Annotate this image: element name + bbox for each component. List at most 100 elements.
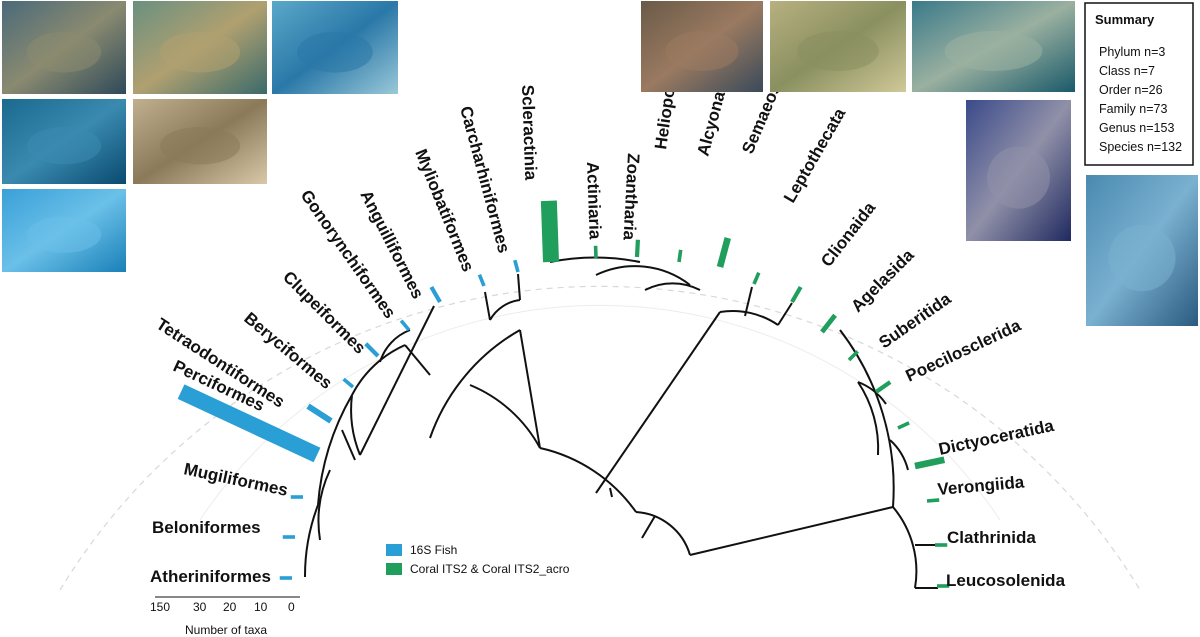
taxon-label-mugiliformes: Mugiliformes — [182, 459, 289, 500]
bar-carcharhiniformes — [513, 260, 520, 273]
taxon-label-zoantharia: Zoantharia — [619, 153, 643, 241]
cnid-arc-2 — [596, 266, 690, 285]
root-tick-upper — [610, 488, 612, 497]
bar-anguilliformes — [430, 286, 442, 303]
pufferfish-photo — [2, 1, 126, 94]
fish-arc-1 — [470, 385, 540, 448]
taxon-label-dictyoceratida: Dictyoceratida — [937, 416, 1056, 459]
fish-sub — [360, 306, 434, 455]
axis-tick-20: 20 — [223, 600, 237, 614]
taxon-label-atheriniformes: Atheriniformes — [150, 567, 271, 586]
taxon-label-carcharhiniformes: Carcharhiniformes — [456, 104, 513, 255]
taxon-label-clionaida: Clionaida — [817, 198, 879, 270]
legend: 16S Fish Coral ITS2 & Coral ITS2_acro — [386, 543, 570, 576]
bar-helioporacea — [677, 250, 682, 263]
bar-alcyonacea — [717, 237, 731, 268]
taxon-label-leucosolenida: Leucosolenida — [946, 571, 1066, 590]
sponge-stem — [690, 507, 893, 555]
bar-gonorynchiformes — [400, 319, 411, 331]
legend-swatch-fish — [386, 544, 402, 556]
taxon-label-myliobatiformes: Myliobatiformes — [411, 146, 477, 274]
bar-poecilosclerida — [897, 421, 910, 429]
leather-coral-photo-subject — [797, 31, 879, 71]
tree-branches — [305, 258, 938, 588]
summary-family: Family n=73 — [1099, 102, 1167, 116]
bar-zoantharia — [635, 240, 640, 258]
bar-semaeostomeae — [752, 272, 760, 285]
legend-swatch-coral — [386, 563, 402, 575]
bar-beloniformes — [283, 535, 295, 539]
axis-tick-30: 30 — [193, 600, 207, 614]
bar-clathrinida — [935, 543, 947, 547]
bar-tetraodontiformes — [306, 404, 332, 424]
taxa-labels: AtheriniformesBeloniformesMugiliformesPe… — [150, 26, 1066, 590]
axis-tick-150: 150 — [150, 600, 170, 614]
moray-eel-photo — [133, 99, 267, 184]
napoleon-wrasse-photo-subject — [27, 127, 101, 164]
moray-eel-photo-subject — [160, 127, 240, 164]
leather-coral-photo — [770, 1, 906, 92]
cnidaria-stem — [596, 312, 720, 493]
root-tick — [642, 516, 655, 538]
plate-coral-photo — [1086, 175, 1198, 326]
bar-atheriniformes — [280, 576, 292, 580]
sponge-calc — [893, 507, 916, 588]
bar-mugiliformes — [291, 495, 303, 499]
bar-suberitida — [875, 380, 892, 393]
brain-coral-photo-subject — [987, 147, 1050, 209]
summary-box: Summary Phylum n=3 Class n=7 Order n=26 … — [1085, 3, 1193, 165]
bar-clionaida — [820, 314, 837, 334]
sponge-arc — [840, 330, 894, 507]
barracuda-photo — [2, 189, 126, 272]
summary-species: Species n=132 — [1099, 140, 1182, 154]
fish-stem-2 — [430, 330, 520, 438]
brain-coral-photo — [966, 100, 1071, 241]
stingray-photo — [133, 1, 267, 94]
fish-batoid-2 — [518, 274, 520, 300]
taxon-label-agelasida: Agelasida — [847, 245, 918, 316]
count-axis: 150 30 20 10 0 Number of taxa — [150, 597, 300, 637]
summary-phylum: Phylum n=3 — [1099, 45, 1165, 59]
soft-coral-photo-subject — [665, 31, 738, 71]
barracuda-photo-subject — [27, 216, 101, 253]
fish-batoid-3 — [485, 292, 490, 320]
bar-myliobatiformes — [478, 274, 486, 287]
main-split — [540, 448, 636, 512]
plate-coral-photo-subject — [1108, 225, 1175, 291]
fish-stem — [520, 330, 540, 448]
napoleon-wrasse-photo — [2, 99, 126, 184]
taxon-label-suberitida: Suberitida — [875, 289, 954, 353]
summary-class: Class n=7 — [1099, 64, 1155, 78]
cnid-medusa-3 — [778, 303, 792, 325]
stingray-photo-subject — [160, 32, 240, 73]
shark-photo — [272, 1, 398, 94]
bar-leptothecata — [790, 286, 802, 303]
legend-label-coral: Coral ITS2 & Coral ITS2_acro — [410, 562, 570, 576]
summary-order: Order n=26 — [1099, 83, 1163, 97]
axis-tick-10: 10 — [254, 600, 268, 614]
staghorn-coral-photo — [912, 1, 1075, 92]
taxon-label-actiniaria: Actiniaria — [583, 161, 605, 240]
taxon-label-beloniformes: Beloniformes — [152, 518, 261, 537]
pufferfish-photo-subject — [27, 32, 101, 73]
shark-photo-subject — [297, 32, 373, 73]
taxon-label-verongiida: Verongiida — [937, 472, 1026, 499]
axis-label: Number of taxa — [185, 623, 267, 637]
cnid-arc-3 — [645, 283, 700, 290]
summary-genus: Genus n=153 — [1099, 121, 1174, 135]
soft-coral-photo — [641, 1, 763, 92]
taxon-label-leptothecata: Leptothecata — [780, 104, 850, 206]
bar-scleractinia — [541, 201, 559, 263]
bar-actiniaria — [594, 246, 598, 258]
bar-beryciformes — [342, 378, 354, 389]
taxon-label-clathrinida: Clathrinida — [947, 528, 1036, 547]
fish-inner-2 — [405, 345, 430, 375]
taxon-label-scleractinia: Scleractinia — [518, 84, 540, 181]
axis-tick-0: 0 — [288, 600, 295, 614]
fish-lower-3 — [305, 505, 318, 577]
fish-sub-arc — [351, 395, 360, 455]
staghorn-coral-photo-subject — [945, 31, 1043, 71]
legend-label-fish: 16S Fish — [410, 543, 457, 557]
